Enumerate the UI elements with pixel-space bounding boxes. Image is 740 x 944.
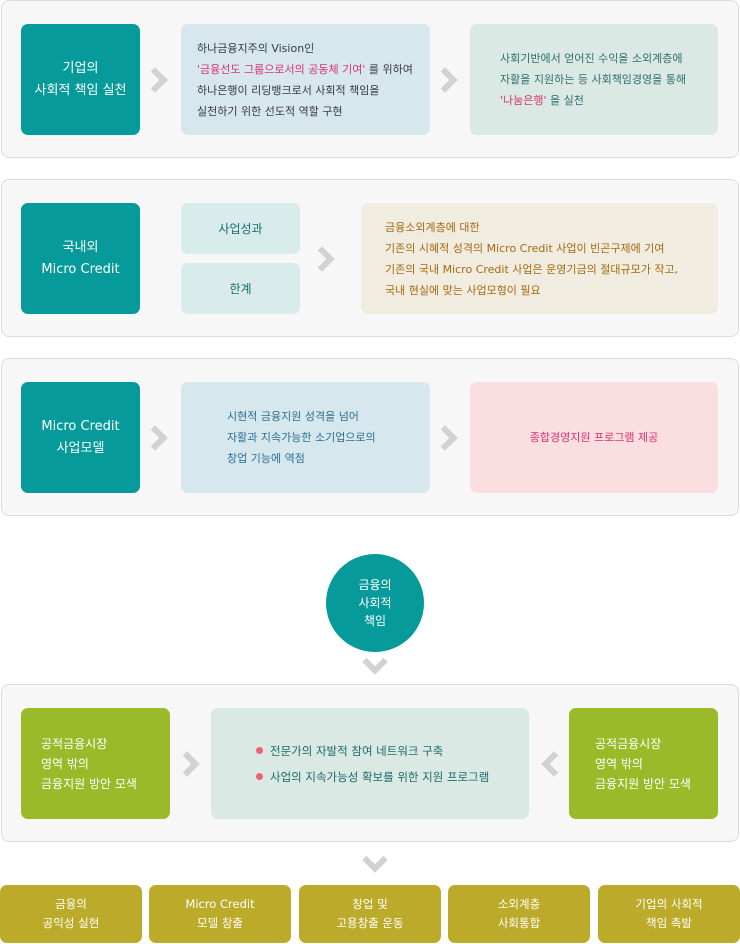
- text-line: 시현적 금융지원 성격을 넘어: [227, 410, 359, 423]
- outcome-line: 공익성 실현: [42, 916, 100, 930]
- label-line: 국내외: [62, 239, 99, 255]
- circle-line: 사회적: [358, 596, 392, 610]
- bullet-item: 전문가의 자발적 참여 네트워크 구축: [256, 738, 529, 764]
- outcome-line: 창업 및: [352, 897, 388, 911]
- text-segment: 사회기반에서 얻어진 수익을 소외계층에: [500, 52, 683, 65]
- text-line: 자활을 지원하는 등 사회책임경영을 통해: [500, 69, 718, 90]
- network-program-box: 전문가의 자발적 참여 네트워크 구축 사업의 지속가능성 확보를 위한 지원 …: [211, 708, 529, 819]
- outcome-line: 사회통합: [497, 916, 541, 930]
- pill-results: 사업성과: [181, 203, 300, 254]
- text-line: 금융소외계층에 대한: [385, 220, 480, 234]
- alt-finance-line: 금융지원 방안 모색: [595, 776, 691, 791]
- support-program-box: 종합경영지원 프로그램 제공: [470, 382, 718, 493]
- alt-finance-line: 공적금융시장: [41, 736, 108, 751]
- highlight-text: '금융선도 그룹으로서의 공동체 기여': [197, 62, 366, 76]
- text-segment: 하나은행이 리딩뱅크로서 사회적 책임을: [197, 83, 380, 97]
- outcome-job-creation: 창업 및 고용창출 운동: [299, 885, 441, 943]
- text-line: '나눔은행' 을 실천: [500, 90, 718, 111]
- vision-box: 하나금융지주의 Vision인 '금융선도 그룹으로서의 공동체 기여' 를 위하…: [181, 24, 430, 135]
- text-line: 하나금융지주의 Vision인: [197, 38, 430, 59]
- highlight-text: '나눔은행': [500, 94, 547, 107]
- alt-finance-line: 공적금융시장: [595, 736, 662, 751]
- text-line: 자활과 지속가능한 소기업으로의: [227, 431, 376, 444]
- alt-finance-line: 영역 밖의: [595, 756, 643, 771]
- outcome-line: 고용창출 운동: [336, 916, 404, 930]
- alt-finance-left-box: 공적금융시장 영역 밖의 금융지원 방안 모색: [21, 708, 170, 819]
- text-line: 실천하기 위한 선도적 역할 구현: [197, 101, 430, 122]
- text-line: 창업 기능에 역점: [227, 452, 305, 465]
- alt-finance-right-box: 공적금융시장 영역 밖의 금융지원 방안 모색: [569, 708, 718, 819]
- alt-finance-line: 영역 밖의: [41, 756, 89, 771]
- label-line: 사업모델: [56, 440, 105, 456]
- label-micro-credit-model: Micro Credit 사업모델: [21, 382, 140, 493]
- outcome-line: 금융의: [55, 897, 87, 911]
- outcome-line: 책임 촉발: [646, 916, 692, 930]
- text-segment: 를 위하여: [365, 62, 413, 76]
- pill-label: 한계: [229, 282, 252, 296]
- text-line: 기존의 시혜적 성격의 Micro Credit 사업이 빈곤구제에 기여: [385, 241, 665, 255]
- chevron-down-icon: [362, 649, 388, 675]
- outcome-line: 소외계층: [497, 897, 541, 911]
- financial-social-responsibility-circle: 금융의 사회적 책임: [326, 554, 424, 652]
- text-line: 하나은행이 리딩뱅크로서 사회적 책임을: [197, 80, 430, 101]
- text-line: '금융선도 그룹으로서의 공동체 기여' 를 위하여: [197, 59, 430, 80]
- text-line: 국내 현실에 맞는 사업모형이 필요: [385, 283, 541, 297]
- support-program-text: 종합경영지원 프로그램 제공: [529, 431, 659, 444]
- circle-line: 금융의: [358, 578, 392, 592]
- text-segment: 자활을 지원하는 등 사회책임경영을 통해: [500, 73, 687, 86]
- bullet-item: 사업의 지속가능성 확보를 위한 지원 프로그램: [256, 764, 529, 790]
- outcome-social-integration: 소외계층 사회통합: [448, 885, 590, 943]
- chevron-down-icon: [362, 847, 388, 873]
- pill-limits: 한계: [181, 263, 300, 314]
- text-segment: 하나금융지주의 Vision인: [197, 41, 315, 55]
- label-line: 기업의: [62, 60, 99, 76]
- outcome-model-creation: Micro Credit 모델 창출: [149, 885, 291, 943]
- outcome-public-good: 금융의 공익성 실현: [0, 885, 142, 943]
- outcome-line: 모델 창출: [197, 916, 243, 930]
- outcome-csr-trigger: 기업의 사회적 책임 촉발: [598, 885, 740, 943]
- circle-line: 책임: [363, 614, 387, 628]
- label-corporate-csr: 기업의 사회적 책임 실천: [21, 24, 140, 135]
- text-segment: 을 실천: [546, 94, 584, 107]
- text-line: 사회기반에서 얻어진 수익을 소외계층에: [500, 48, 718, 69]
- text-line: 기존의 국내 Micro Credit 사업은 운영기금의 절대규모가 작고,: [385, 262, 679, 276]
- pill-label: 사업성과: [218, 222, 263, 236]
- label-line: 사회적 책임 실천: [34, 82, 127, 98]
- label-line: Micro Credit: [41, 418, 120, 434]
- text-segment: 실천하기 위한 선도적 역할 구현: [197, 104, 343, 118]
- alt-finance-line: 금융지원 방안 모색: [41, 776, 137, 791]
- outcome-line: 기업의 사회적: [635, 897, 703, 911]
- outcome-line: Micro Credit: [185, 897, 255, 911]
- label-line: Micro Credit: [41, 261, 120, 277]
- bullet-list: 전문가의 자발적 참여 네트워크 구축 사업의 지속가능성 확보를 위한 지원 …: [256, 738, 529, 790]
- label-domestic-foreign-micro-credit: 국내외 Micro Credit: [21, 203, 140, 314]
